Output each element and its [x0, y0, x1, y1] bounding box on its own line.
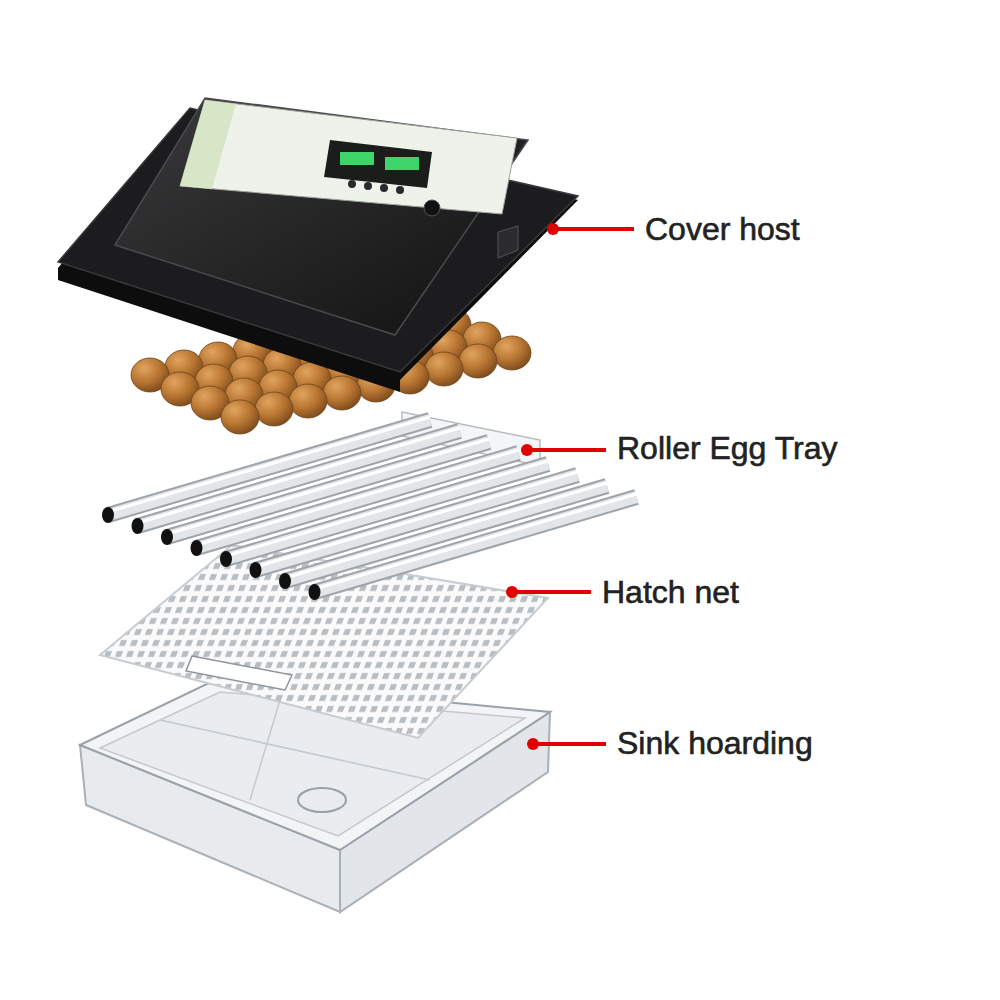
roller-end-cap	[132, 518, 144, 534]
egg	[459, 344, 497, 378]
part-label: Sink hoarding	[617, 723, 813, 763]
leader-line	[512, 590, 591, 594]
egg	[221, 400, 259, 434]
roller-highlight	[285, 483, 607, 578]
roller-end-cap	[250, 562, 262, 578]
roller-end-cap	[161, 529, 173, 545]
hatch-net-slot	[186, 656, 292, 690]
egg	[323, 376, 361, 410]
leader-dot	[521, 444, 533, 456]
display-screen	[324, 140, 432, 188]
cover-top	[115, 98, 528, 335]
roller-highlight	[315, 494, 637, 589]
panel-button	[380, 184, 388, 192]
panel-knob	[424, 200, 440, 216]
cover-host	[58, 98, 578, 392]
leader-line	[527, 448, 606, 452]
sink-water-cup	[298, 788, 346, 812]
leader-lines	[506, 223, 634, 750]
control-panel	[180, 100, 517, 214]
leader-line	[553, 227, 634, 231]
part-label: Cover host	[645, 209, 800, 249]
egg	[425, 352, 463, 386]
roller-end-cap	[279, 573, 291, 589]
roller-end-cap	[220, 551, 232, 567]
egg	[255, 392, 293, 426]
panel-stripe	[180, 100, 236, 189]
display-digits	[385, 157, 419, 170]
roller-end-cap	[102, 507, 114, 523]
part-label: Hatch net	[602, 572, 739, 612]
roller-end-cap	[191, 540, 203, 556]
leader-dot	[506, 586, 518, 598]
roller-tray	[102, 412, 637, 600]
panel-button	[396, 186, 404, 194]
sink-box	[80, 680, 550, 912]
roller-outline	[315, 497, 637, 592]
roller-highlight	[256, 472, 578, 567]
roller-end-cap	[309, 584, 321, 600]
leader-line	[533, 742, 606, 746]
roller-outline	[285, 486, 607, 581]
part-label: Roller Egg Tray	[617, 428, 838, 468]
roller-tube	[285, 486, 607, 581]
egg	[493, 336, 531, 370]
leader-dot	[547, 223, 559, 235]
sink-divider	[250, 700, 280, 800]
panel-button	[364, 182, 372, 190]
power-port	[498, 226, 518, 258]
display-digits	[340, 152, 374, 165]
roller-tube	[315, 497, 637, 592]
egg	[289, 384, 327, 418]
leader-dot	[527, 738, 539, 750]
sink-floor	[100, 692, 525, 836]
panel-button	[348, 180, 356, 188]
